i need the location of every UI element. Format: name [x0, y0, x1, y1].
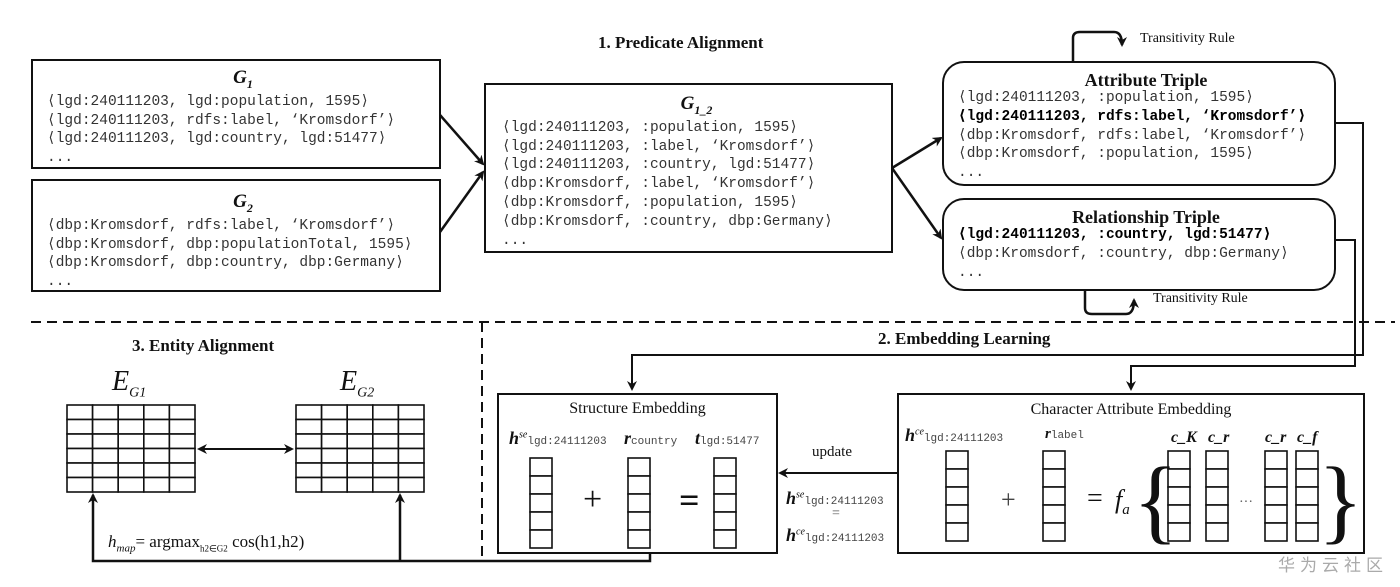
- triple: ⟨lgd:240111203, :label, ‘Kromsdorf’⟩: [502, 138, 816, 155]
- section-title-entity-alignment: 3. Entity Alignment: [132, 336, 275, 355]
- e-g2-label: EG2: [340, 366, 375, 401]
- character-embedding-title: Character Attribute Embedding: [1030, 401, 1232, 418]
- triple: ⟨lgd:240111203, lgd:population, 1595⟩: [47, 93, 370, 110]
- equals-sign: =: [679, 480, 700, 520]
- update-label: update: [812, 444, 852, 460]
- watermark: 华为云社区: [1278, 556, 1388, 576]
- triple: ⟨dbp:Kromsdorf, :population, 1595⟩: [502, 194, 798, 211]
- ellipsis: ...: [47, 150, 74, 167]
- triple: ⟨lgd:240111203, :population, 1595⟩: [958, 90, 1254, 106]
- section-title-embedding-learning: 2. Embedding Learning: [878, 329, 1051, 348]
- triple: ⟨dbp:Kromsdorf, :country, dbp:Germany⟩: [502, 213, 833, 230]
- structure-embedding-title: Structure Embedding: [569, 400, 706, 417]
- triple: ⟨dbp:Kromsdorf, :country, dbp:Germany⟩: [958, 245, 1289, 262]
- triple: ⟨lgd:240111203, :country, lgd:51477⟩: [502, 157, 816, 174]
- plus-sign: +: [1001, 485, 1016, 514]
- triple-highlighted: ⟨lgd:240111203, :country, lgd:51477⟩: [958, 227, 1272, 243]
- c-r-label: c_r: [1208, 429, 1230, 446]
- arrow-g12-to-attribute: [891, 136, 943, 170]
- r-country-label: rcountry: [624, 428, 678, 448]
- g2-title: G2: [233, 191, 253, 215]
- triple: ⟨dbp:Kromsdorf, :population, 1595⟩: [958, 146, 1254, 163]
- graph-g2-box: G2 ⟨dbp:Kromsdorf, rdfs:label, ‘Kromsdor…: [31, 179, 441, 292]
- ellipsis: ...: [502, 232, 529, 249]
- triple: ⟨dbp:Kromsdorf, dbp:populationTotal, 159…: [47, 236, 413, 253]
- t-label: tlgd:51477: [695, 428, 760, 448]
- triple: ⟨lgd:240111203, lgd:country, lgd:51477⟩: [47, 131, 387, 148]
- equals-sign: =: [1087, 483, 1103, 514]
- arrow-g2-to-g12: [438, 170, 485, 233]
- relationship-to-character-line: [1126, 239, 1356, 391]
- transitivity-rule-label-top: Transitivity Rule: [1140, 31, 1235, 46]
- c-f-label: c_f: [1297, 429, 1318, 446]
- mapping-formula: hmap= argmaxh2∈G2 cos(h1,h2): [108, 532, 305, 555]
- triple: ⟨dbp:Kromsdorf, rdfs:label, ‘Kromsdorf’⟩: [47, 217, 396, 234]
- triple: ⟨dbp:Kromsdorf, dbp:country, dbp:Germany…: [47, 255, 404, 272]
- ellipsis: ...: [47, 274, 74, 291]
- arrow-g1-to-g12: [439, 114, 485, 166]
- h-se-label: hselgd:24111203: [509, 428, 607, 448]
- structure-embedding-box: Structure Embedding hselgd:24111203 rcou…: [497, 393, 778, 554]
- structure-to-entity-line: [88, 493, 652, 563]
- triple: ⟨lgd:240111203, rdfs:label, ‘Kromsdorf’⟩: [47, 112, 396, 129]
- arrow-g12-to-relationship: [890, 167, 943, 240]
- update-rhs: hcelgd:24111203: [786, 525, 885, 545]
- transitivity-rule-label-bottom: Transitivity Rule: [1153, 291, 1248, 306]
- e-g1-label: EG1: [112, 366, 147, 401]
- attribute-to-structure-line: [627, 122, 1364, 391]
- relationship-triple-box: Relationship Triple ⟨lgd:240111203, :cou…: [942, 198, 1336, 291]
- plus-sign: +: [583, 481, 603, 518]
- graph-g12-box: G1_2 ⟨lgd:240111203, :population, 1595⟩ …: [484, 83, 893, 253]
- triple: ⟨dbp:Kromsdorf, :label, ‘Kromsdorf’⟩: [502, 176, 816, 193]
- relationship-triple-title: Relationship Triple: [1072, 207, 1220, 227]
- h-ce-label: hcelgd:24111203: [905, 425, 1004, 445]
- c-k-label: c_K: [1171, 429, 1197, 446]
- graph-g1-box: G1 ⟨lgd:240111203, lgd:population, 1595⟩…: [31, 59, 441, 169]
- g12-title: G1_2: [680, 93, 713, 117]
- triple-highlighted: ⟨lgd:240111203, rdfs:label, ‘Kromsdorf’⟩: [958, 108, 1307, 125]
- g1-title: G1: [233, 67, 253, 91]
- c-r-label: c_r: [1265, 429, 1287, 446]
- character-attribute-embedding-box: Character Attribute Embedding hcelgd:241…: [897, 393, 1365, 554]
- transitivity-loop-top: [1071, 30, 1127, 61]
- r-label-label: rlabel: [1045, 426, 1084, 442]
- update-equals: =: [832, 506, 840, 521]
- transitivity-loop-bottom: [1083, 290, 1139, 316]
- triple: ⟨lgd:240111203, :population, 1595⟩: [502, 119, 798, 136]
- update-lhs: hselgd:24111203: [786, 488, 884, 508]
- section-title-predicate-alignment: 1. Predicate Alignment: [598, 33, 764, 52]
- ellipsis: ...: [958, 165, 985, 182]
- fa-function: fa: [1115, 485, 1130, 519]
- attribute-triple-box: Attribute Triple ⟨lgd:240111203, :popula…: [942, 61, 1336, 186]
- attribute-triple-title: Attribute Triple: [1084, 70, 1208, 90]
- ellipsis: ···: [1239, 495, 1253, 510]
- ellipsis: ...: [958, 264, 985, 281]
- triple: ⟨dbp:Kromsdorf, rdfs:label, ‘Kromsdorf’⟩: [958, 127, 1307, 144]
